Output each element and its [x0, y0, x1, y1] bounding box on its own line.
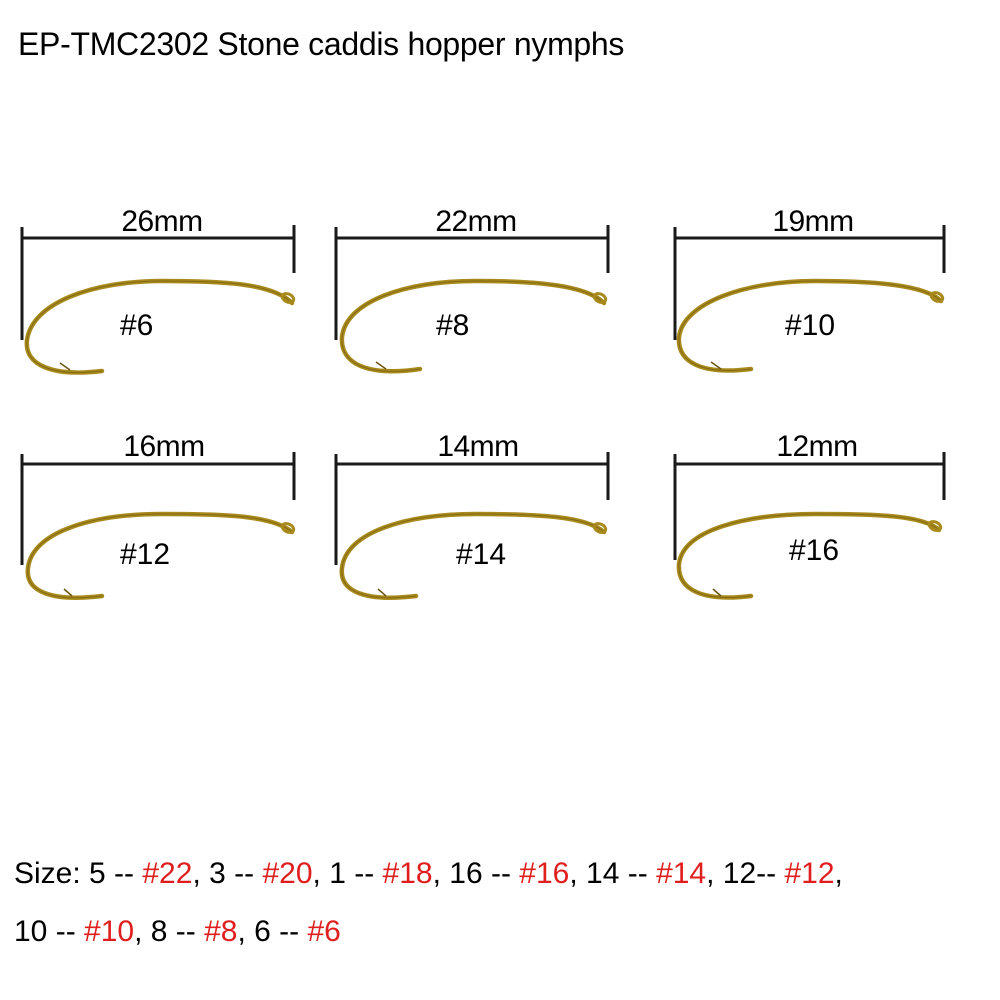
hook-icon: [673, 225, 946, 373]
hook-icon: [334, 452, 610, 600]
hook-length-label: 22mm: [435, 205, 517, 238]
hook-length-label: 26mm: [121, 205, 203, 238]
separator: ,: [432, 857, 450, 890]
separator: ,: [237, 915, 255, 948]
size-number: 10 --: [14, 915, 85, 948]
size-number: 16 --: [449, 857, 520, 890]
hook-size-label: #10: [785, 309, 836, 342]
size-chart-line-1: Size: 5 -- #22, 3 -- #20, 1 -- #18, 16 -…: [14, 845, 1000, 903]
hook-size-label: #6: [120, 309, 154, 342]
separator: ,: [706, 857, 723, 890]
size-number: 8 --: [150, 915, 205, 948]
size-code: #20: [262, 857, 313, 890]
size-code: #8: [204, 915, 238, 948]
size-code: #6: [307, 915, 341, 948]
size-chart-prefix: Size:: [14, 857, 90, 890]
hook-size-label: #12: [120, 538, 171, 571]
size-number: 1 --: [329, 857, 383, 890]
hook-length-label: 19mm: [772, 205, 854, 238]
hook-size-label: #16: [789, 534, 840, 567]
size-chart-line-2: 10 -- #10, 8 -- #8, 6 -- #6: [14, 903, 1000, 961]
hook-icon: [334, 225, 610, 374]
hook-icon: [673, 452, 946, 600]
hook-diagram-size-14: 14mm #14: [334, 430, 636, 630]
hook-length-label: 16mm: [123, 430, 205, 463]
hook-size-label: #8: [436, 309, 470, 342]
size-code: #18: [382, 857, 433, 890]
separator: ,: [134, 915, 151, 948]
size-code: #14: [656, 857, 707, 890]
size-code: #12: [784, 857, 835, 890]
hook-size-label: #14: [456, 538, 507, 571]
hook-diagram-size-12: 16mm #12: [20, 430, 322, 630]
size-code: #10: [84, 915, 135, 948]
hook-icon: [20, 225, 296, 375]
separator: ,: [192, 857, 210, 890]
separator: ,: [569, 857, 587, 890]
hook-diagram-size-8: 22mm #8: [334, 205, 636, 405]
hook-length-label: 14mm: [437, 430, 519, 463]
size-code: #16: [519, 857, 570, 890]
size-number: 14 --: [586, 857, 657, 890]
size-number: 12--: [722, 857, 785, 890]
page-title: EP-TMC2302 Stone caddis hopper nymphs: [18, 26, 625, 62]
size-conversion-chart: Size: 5 -- #22, 3 -- #20, 1 -- #18, 16 -…: [14, 845, 1000, 961]
hook-icon: [20, 452, 296, 600]
size-number: 3 --: [209, 857, 263, 890]
hook-diagram-size-10: 19mm #10: [673, 205, 975, 405]
hook-diagram-size-6: 26mm #6: [20, 205, 322, 405]
size-number: 5 --: [89, 857, 143, 890]
size-code: #22: [142, 857, 193, 890]
size-number: 6 --: [254, 915, 308, 948]
separator: ,: [312, 857, 330, 890]
hook-length-label: 12mm: [776, 430, 858, 463]
separator: ,: [834, 857, 843, 890]
hook-diagram-size-16: 12mm #16: [673, 430, 975, 630]
